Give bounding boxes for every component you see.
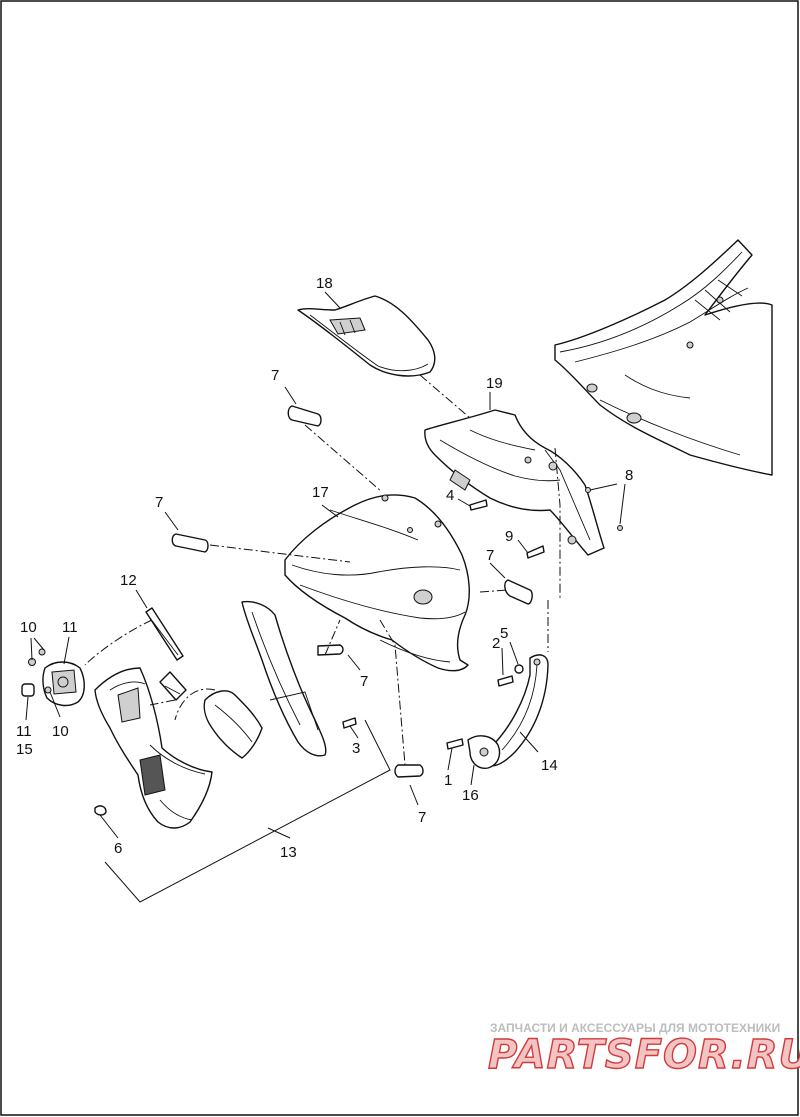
- callout-18: 18: [316, 275, 333, 292]
- callout-2: 2: [492, 635, 500, 652]
- part-18-tray: [297, 295, 436, 377]
- callout-7-left: 7: [155, 494, 163, 511]
- part-11-connector: [42, 661, 85, 707]
- callout-16: 16: [462, 787, 479, 804]
- callout-10-top: 10: [20, 619, 37, 636]
- assembly-lines: [84, 374, 561, 766]
- callout-3: 3: [352, 740, 360, 757]
- callout-1: 1: [444, 772, 452, 789]
- callout-7-top: 7: [271, 367, 279, 384]
- pad-7-left: [171, 533, 209, 553]
- watermark-logo: PARTSFOR.RU: [488, 1032, 800, 1078]
- part-16-clip: [467, 735, 501, 769]
- part-17-fairing: [284, 494, 470, 672]
- callout-15: 15: [16, 741, 33, 758]
- callout-13: 13: [280, 844, 297, 861]
- callout-4: 4: [446, 487, 454, 504]
- leader-lines: [25, 291, 626, 903]
- part-19-bracket: [424, 409, 605, 556]
- pad-7-bottom: [394, 764, 424, 778]
- part-12-rod: [145, 607, 184, 661]
- callout-6: 6: [114, 840, 122, 857]
- watermark: ЗАПЧАСТИ И АКСЕССУАРЫ ДЛЯ МОТОТЕХНИКИ PA…: [487, 1021, 800, 1079]
- pad-7-top: [287, 405, 322, 427]
- hardware: [21, 487, 623, 816]
- inner-bracket: [203, 690, 263, 759]
- callout-12: 12: [120, 572, 137, 589]
- motorcycle-frame: [554, 239, 773, 476]
- callout-8: 8: [625, 467, 633, 484]
- callout-14: 14: [541, 757, 558, 774]
- watermark-tagline: ЗАПЧАСТИ И АКСЕССУАРЫ ДЛЯ МОТОТЕХНИКИ: [490, 1021, 780, 1035]
- pad-7-right: [504, 579, 533, 605]
- part-14-side-bracket: [484, 654, 549, 767]
- callout-10-bottom: 10: [52, 723, 69, 740]
- vertical-panel: [241, 600, 327, 757]
- callout-7-right: 7: [486, 547, 494, 564]
- pad-7-mid: [317, 644, 344, 656]
- callout-19: 19: [486, 375, 503, 392]
- callout-11-top: 11: [62, 619, 78, 636]
- callouts: 18 19 7 7 17 4 8 9 7 12 10 11 5 2 7 11 1…: [16, 275, 633, 861]
- callout-7-bottom: 7: [418, 809, 426, 826]
- callout-9: 9: [505, 528, 513, 545]
- callout-11-bottom: 11: [16, 723, 32, 740]
- callout-5: 5: [500, 625, 508, 642]
- callout-17: 17: [312, 484, 329, 501]
- callout-7-mid: 7: [360, 673, 368, 690]
- part-7-pads: [171, 405, 533, 778]
- part-13-lower-panel: [94, 667, 213, 829]
